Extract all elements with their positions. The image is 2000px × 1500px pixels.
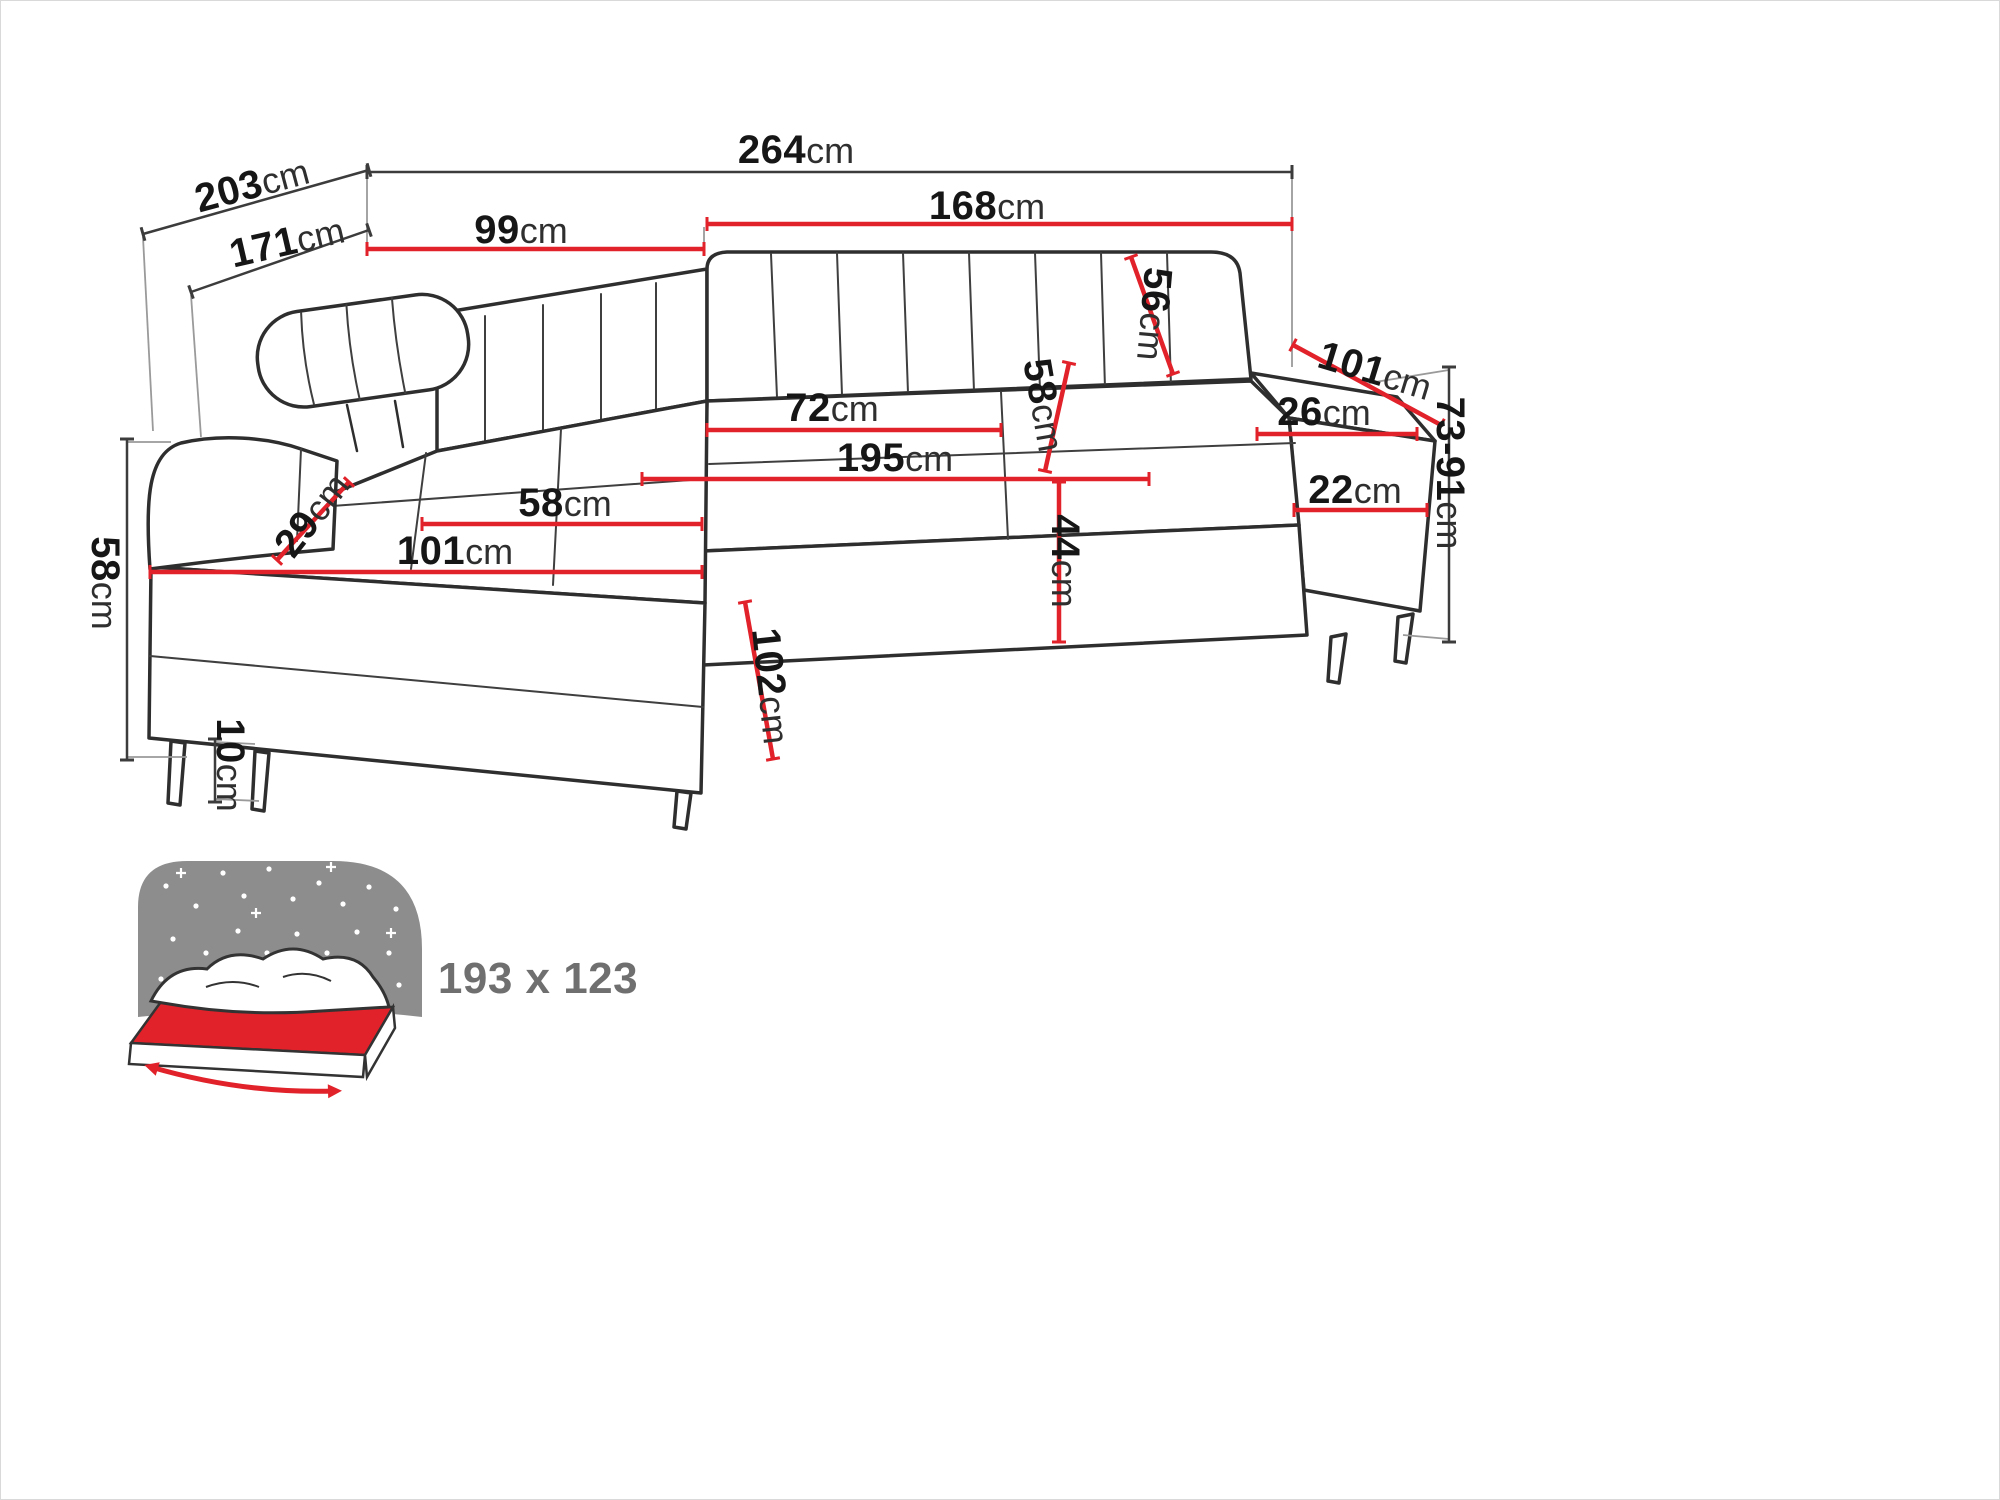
dim-seat-height: 58cm <box>83 536 127 630</box>
sleeping-function-icon <box>127 861 422 1099</box>
dim-seat-front-height: 44cm <box>1043 514 1087 608</box>
dim-unit: cm <box>563 483 612 524</box>
dim-value: 99 <box>474 208 520 252</box>
sleeping-area-size: 193 x 123 <box>438 957 638 1001</box>
dim-value: 44 <box>1043 514 1087 560</box>
dim-unit: cm <box>905 438 954 479</box>
sofa-drawing <box>146 250 1437 831</box>
dim-unit: cm <box>830 388 879 429</box>
dim-value: 10 <box>208 718 252 764</box>
dim-unit: cm <box>209 763 250 812</box>
dim-value: 56 <box>1132 265 1180 315</box>
dim-height-range: 73-91cm <box>1428 396 1472 550</box>
dim-unit: cm <box>84 581 125 630</box>
dim-unit: cm <box>1044 559 1085 608</box>
dim-unit: cm <box>1023 400 1072 455</box>
dim-value: 58 <box>1014 355 1066 408</box>
headrest-pillow <box>255 292 471 409</box>
dim-unit: cm <box>1129 310 1175 363</box>
dim-unit: cm <box>465 531 514 572</box>
dim-unit: cm <box>806 130 855 171</box>
sofa-seat-front-face <box>701 523 1309 667</box>
dim-value: 26 <box>1277 390 1323 434</box>
unfold-arrow <box>144 1062 342 1099</box>
dim-leg-height: 10cm <box>208 718 252 812</box>
dim-value: 102 <box>743 625 794 699</box>
dim-backrest-height: 56cm <box>1129 265 1180 363</box>
dim-back-seat-depth: 72cm <box>785 388 879 428</box>
headrest-supports <box>345 399 405 453</box>
dim-armrest-width: 22cm <box>1308 470 1402 510</box>
dim-total-width: 264cm <box>738 130 854 170</box>
dim-corner-back-width: 99cm <box>474 210 568 250</box>
sleeping-area-value: 193 x 123 <box>437 954 639 1003</box>
sofa-left-backrest-tufting <box>484 282 657 443</box>
sofa-right-backrest-tufting <box>770 252 1172 398</box>
dim-value: 22 <box>1308 468 1354 512</box>
dim-chaise-cushion-width: 58cm <box>518 483 612 523</box>
sofa-chaise-front-face <box>147 565 707 795</box>
blanket <box>148 947 391 1015</box>
dim-back-width: 168cm <box>929 186 1045 226</box>
dim-unit: cm <box>997 186 1046 227</box>
sofa-right-armrest-side <box>1287 416 1437 613</box>
dim-value: 101 <box>396 529 466 573</box>
dim-value: 58 <box>83 536 127 582</box>
dim-value: 72 <box>785 386 831 430</box>
dim-value: 195 <box>836 436 906 480</box>
dim-value: 168 <box>928 184 998 228</box>
dimension-lines-red <box>148 217 1446 762</box>
extension-lines <box>127 176 1450 802</box>
dim-seat-length: 195cm <box>837 438 953 478</box>
dim-value: 73-91 <box>1428 396 1472 502</box>
dim-unit: cm <box>519 210 568 251</box>
dim-value: 264 <box>737 128 807 172</box>
sofa-right-backrest <box>705 250 1253 403</box>
dim-unit: cm <box>1322 392 1371 433</box>
dim-unit: cm <box>1429 501 1470 550</box>
dim-unit: cm <box>751 693 797 747</box>
blanket-folds <box>205 972 332 988</box>
mattress-side <box>363 1003 397 1082</box>
dim-unit: cm <box>1353 470 1402 511</box>
dim-armrest-top-width: 26cm <box>1277 392 1371 432</box>
dimension-lines-black <box>120 162 1456 804</box>
dim-value: 58 <box>518 481 564 525</box>
sofa-seat-seams <box>708 391 1296 540</box>
dim-chaise-width: 101cm <box>397 531 513 571</box>
